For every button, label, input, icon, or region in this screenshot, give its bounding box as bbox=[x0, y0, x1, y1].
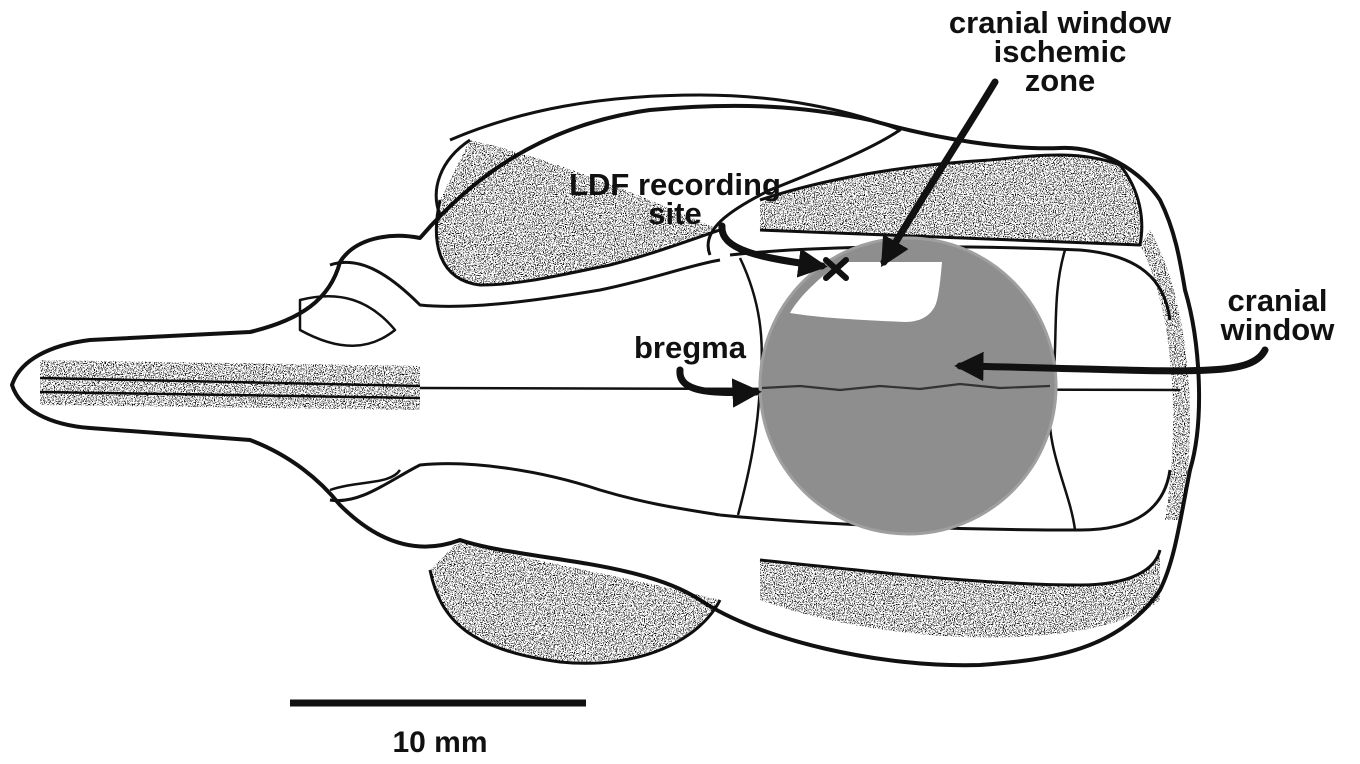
label-bregma: bregma bbox=[634, 333, 764, 362]
label-line: cranial bbox=[1200, 286, 1355, 315]
label-line: cranial window bbox=[930, 8, 1190, 37]
label-cranial-window-ischemic-zone: cranial window ischemic zone bbox=[930, 8, 1190, 95]
label-line: LDF recording bbox=[560, 170, 790, 199]
label-ldf-recording-site: LDF recording site bbox=[560, 170, 790, 228]
label-cranial-window: cranial window bbox=[1200, 286, 1355, 344]
arrow-bregma bbox=[680, 370, 756, 393]
label-line: window bbox=[1200, 315, 1355, 344]
scale-bar-label: 10 mm bbox=[360, 728, 520, 757]
label-line: ischemic bbox=[930, 37, 1190, 66]
label-line: zone bbox=[930, 66, 1190, 95]
label-line: site bbox=[560, 199, 790, 228]
